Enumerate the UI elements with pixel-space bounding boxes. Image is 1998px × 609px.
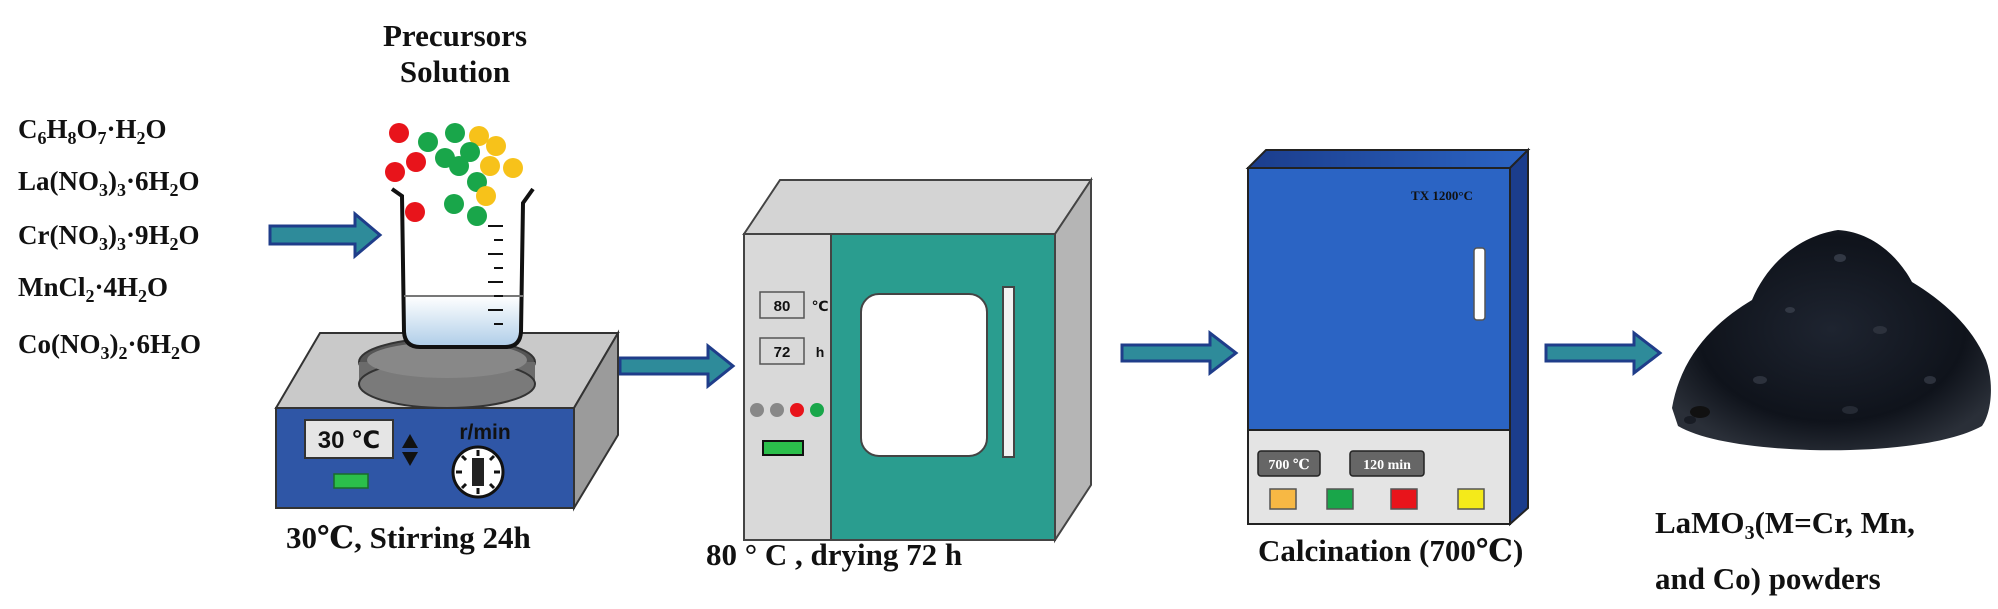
formula-text: ) bbox=[108, 166, 117, 196]
formula-text: ·H bbox=[106, 114, 137, 144]
formula-text: O bbox=[76, 114, 98, 144]
formula-text: O bbox=[147, 272, 169, 302]
furnace-door-handle bbox=[1473, 247, 1486, 321]
oven-indicator-light bbox=[810, 403, 824, 417]
drying-caption: 80 ° C , drying 72 h bbox=[706, 537, 963, 572]
formula-subscript: 2 bbox=[85, 286, 95, 306]
formula-text: La(NO bbox=[18, 166, 99, 196]
furnace-time-text: 120 min bbox=[1363, 458, 1411, 473]
formula-subscript: 3 bbox=[117, 180, 126, 200]
stirrer-indicator-light bbox=[333, 473, 369, 489]
formula-text: O bbox=[145, 114, 167, 144]
oven-indicator-light bbox=[790, 403, 804, 417]
formula-text: ·9H bbox=[125, 220, 170, 250]
oven-temp-value: 80 bbox=[774, 298, 791, 315]
stirrer-speed-label: r/min bbox=[459, 421, 510, 444]
chemical-formula: La(NO3)3·6H2O bbox=[18, 166, 200, 201]
oven-indicator-light bbox=[770, 403, 784, 417]
formula-text: ·6H bbox=[127, 329, 172, 359]
arrow-3 bbox=[1120, 329, 1239, 377]
oven-status-light bbox=[762, 440, 804, 456]
decrease-icon bbox=[402, 452, 418, 466]
formula-subscript: 3 bbox=[116, 234, 126, 254]
formula-text: C bbox=[18, 114, 38, 144]
furnace-button-orange bbox=[1269, 488, 1297, 510]
formula-subscript: 3 bbox=[100, 343, 110, 363]
formula-subscript: 2 bbox=[171, 343, 181, 363]
precursors-title-line2: Solution bbox=[399, 54, 511, 89]
arrow-1 bbox=[268, 210, 383, 260]
powder-pile-image bbox=[1672, 230, 1991, 451]
furnace-temp-display bbox=[1257, 450, 1321, 477]
furnace-model-label: TX 1200°C bbox=[1411, 188, 1473, 203]
calcination-caption: Calcination (700℃) bbox=[1258, 533, 1524, 568]
formula-text: Co(NO bbox=[18, 329, 101, 359]
increase-icon bbox=[402, 434, 418, 448]
magnetic-stirrer: 30 ℃ r/min bbox=[274, 329, 620, 512]
formula-subscript: 3 bbox=[99, 180, 108, 200]
stirrer-temp-text: 30 ℃ bbox=[318, 427, 380, 454]
precursors-title: Precursors Solution bbox=[360, 18, 550, 90]
drying-oven: 80 ℃ 72 h bbox=[742, 176, 1093, 544]
oven-door-handle bbox=[1002, 286, 1015, 458]
precursors-title-line1: Precursors bbox=[382, 18, 528, 53]
formula-text: ·6H bbox=[126, 166, 170, 196]
precursor-particles bbox=[385, 123, 523, 226]
chemical-formula: Cr(NO3)3·9H2O bbox=[18, 220, 200, 255]
chemical-formula: Co(NO3)2·6H2O bbox=[18, 329, 201, 364]
speed-knob-icon bbox=[451, 445, 505, 499]
formula-subscript: 8 bbox=[67, 128, 77, 148]
formula-text: O bbox=[178, 220, 200, 250]
formula-text: ) bbox=[107, 220, 117, 250]
arrow-4 bbox=[1544, 329, 1663, 377]
furnace-button-red bbox=[1390, 488, 1418, 510]
oven-window bbox=[860, 293, 988, 457]
product-caption: LaMO3(M=Cr, Mn, and Co) powders bbox=[1655, 500, 1915, 602]
product-caption-line1: LaMO3(M=Cr, Mn, bbox=[1655, 505, 1915, 544]
formula-text: H bbox=[46, 114, 68, 144]
stirrer-temp-display bbox=[304, 419, 394, 459]
formula-text: Cr(NO bbox=[18, 220, 99, 250]
oven-time-display bbox=[759, 337, 805, 365]
formula-subscript: 6 bbox=[37, 128, 47, 148]
oven-time-unit: h bbox=[816, 344, 825, 360]
chemical-formula: C6H8O7·H2O bbox=[18, 114, 167, 149]
oven-temp-display bbox=[759, 291, 805, 319]
formula-subscript: 7 bbox=[97, 128, 107, 148]
oven-time-value: 72 bbox=[774, 344, 791, 361]
formula-text: O bbox=[180, 329, 202, 359]
formula-text: MnCl bbox=[18, 272, 86, 302]
oven-indicator-light bbox=[750, 403, 764, 417]
formula-subscript: 2 bbox=[136, 128, 146, 148]
formula-subscript: 2 bbox=[169, 180, 179, 200]
product-caption-line2: and Co) powders bbox=[1655, 561, 1881, 596]
oven-temp-unit: ℃ bbox=[812, 298, 829, 314]
furnace-time-display bbox=[1349, 450, 1425, 477]
arrow-2 bbox=[618, 342, 736, 390]
furnace-temp-text: 700 ℃ bbox=[1268, 458, 1310, 473]
muffle-furnace: TX 1200°C 700 ℃ 120 min bbox=[1245, 147, 1531, 527]
stirring-caption: 30℃, Stirring 24h bbox=[286, 520, 531, 555]
furnace-button-green bbox=[1326, 488, 1354, 510]
chemical-formula: MnCl2·4H2O bbox=[18, 272, 168, 307]
formula-text: ·4H bbox=[94, 272, 139, 302]
formula-text: ) bbox=[109, 329, 119, 359]
formula-text: O bbox=[178, 166, 200, 196]
formula-subscript: 2 bbox=[169, 234, 179, 254]
formula-subscript: 2 bbox=[138, 286, 148, 306]
formula-subscript: 3 bbox=[98, 234, 108, 254]
beaker bbox=[390, 187, 535, 349]
formula-subscript: 2 bbox=[118, 343, 128, 363]
furnace-button-yellow bbox=[1457, 488, 1485, 510]
